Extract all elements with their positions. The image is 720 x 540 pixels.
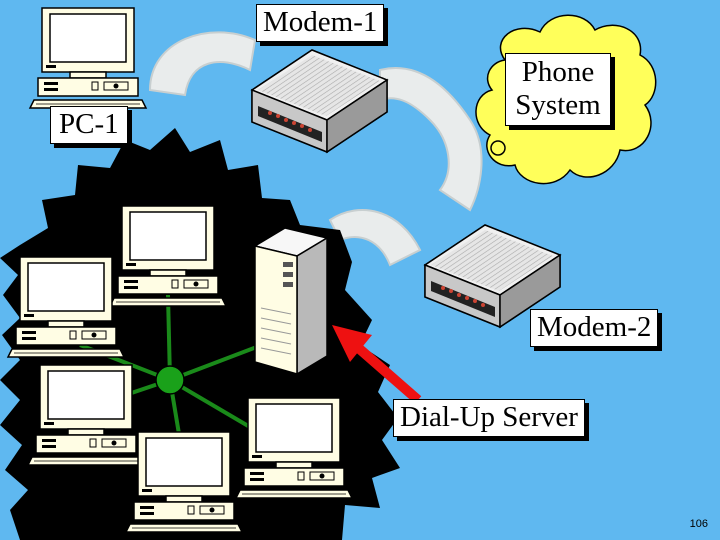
computer-icon [235, 397, 353, 499]
server-pointer-arrow [332, 325, 422, 404]
server-tower-icon [253, 227, 329, 376]
modem-icon [251, 49, 388, 153]
page-number: 106 [689, 518, 708, 530]
dial-up-server-label: Dial-Up Server [393, 399, 585, 437]
phone-system-label: Phone System [505, 53, 611, 126]
computer-icon [7, 256, 125, 358]
computer-icon [29, 7, 147, 109]
computer-icon [27, 364, 145, 466]
pc-1-label: PC-1 [50, 106, 128, 144]
network-hub-icon [155, 365, 185, 395]
phone-line-swirl [148, 31, 483, 267]
phone-cloud-bubble [490, 140, 506, 156]
computer-icon [125, 431, 243, 533]
computer-icon [109, 205, 227, 307]
modem-2-label: Modem-2 [530, 309, 659, 347]
modem-1-label: Modem-1 [256, 4, 385, 42]
